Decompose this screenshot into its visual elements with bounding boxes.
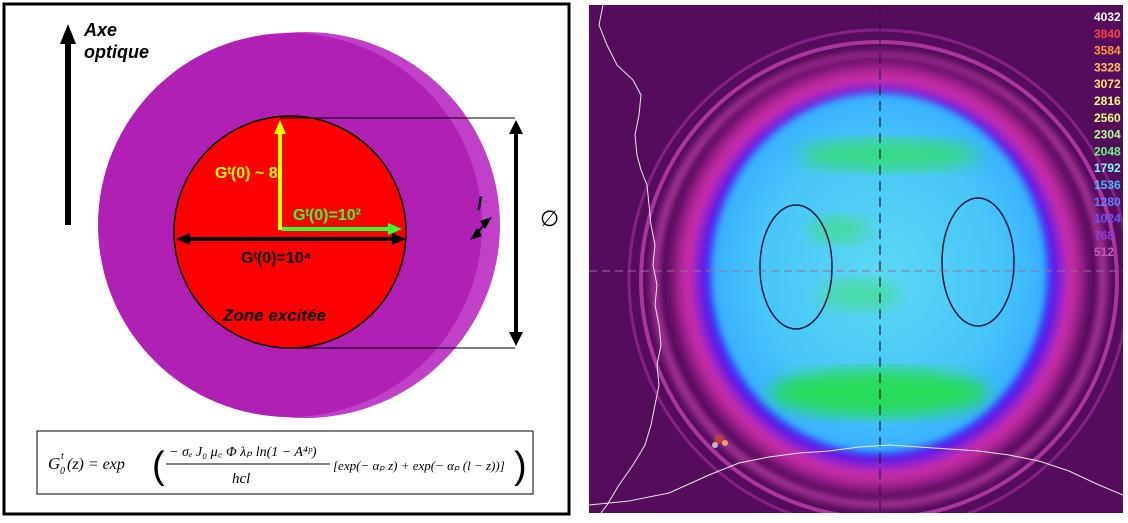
- colorbar-scale: 4032 3840 3584 3328 3072 2816 2560 2304 2048 1792…: [1094, 10, 1121, 259]
- left-roi-ellipse: [759, 204, 833, 330]
- axis-label-line1: Axe: [83, 20, 117, 40]
- colorbar-label: 1792: [1094, 161, 1121, 175]
- gain-center-label: Gᵗ(0) ~ 8: [215, 165, 278, 182]
- black-arrowhead-right: [392, 233, 406, 245]
- fluorescence-image-panel: 4032 3840 3584 3328 3072 2816 2560 2304 2048 1792…: [588, 4, 1128, 523]
- colorbar-label: 3840: [1094, 27, 1121, 41]
- gain-diameter-label: Gᵗ(0)=10⁴: [241, 250, 312, 267]
- colorbar-label: 2560: [1094, 111, 1121, 125]
- formula-lhs-sup: t: [61, 451, 64, 462]
- yellow-arrowhead: [274, 120, 286, 134]
- green-arrowhead: [388, 223, 402, 235]
- colorbar-label: 3584: [1094, 44, 1121, 58]
- vertical-profile-trace: [598, 4, 662, 514]
- diameter-arrowhead-bottom: [509, 332, 523, 346]
- colorbar-label: 1536: [1094, 178, 1121, 192]
- formula-box: [36, 430, 534, 495]
- black-arrowhead-left: [176, 233, 190, 245]
- colorbar-label: 2048: [1094, 144, 1121, 158]
- colorbar-label: 2304: [1094, 128, 1121, 142]
- gain-schematic-svg: Axe optique Gᵗ(0) ~ 8 Gᵗ(0)=10² Gᵗ(0)=10…: [2, 2, 571, 516]
- diameter-arrowhead-top: [509, 120, 523, 134]
- excited-zone-label: Zone excitée: [222, 306, 326, 325]
- formula-close-paren: ): [514, 445, 527, 487]
- colorbar-label: 2816: [1094, 94, 1121, 108]
- horizontal-profile-trace: [588, 444, 1124, 506]
- formula-lhs-sub: 0: [60, 466, 65, 477]
- speckle-artifact: [712, 434, 728, 448]
- green-patch-bottom: [769, 369, 989, 417]
- fluorescence-image-svg: 4032 3840 3584 3328 3072 2816 2560 2304 2048 1792…: [588, 4, 1128, 523]
- gain-radius-label: Gᵗ(0)=10²: [293, 207, 361, 224]
- colorbar-label: 1280: [1094, 195, 1121, 209]
- formula-lhs-arg: (z) = exp: [67, 456, 125, 473]
- formula-denominator: hcl: [232, 471, 250, 487]
- green-patch-mid: [819, 279, 899, 311]
- optical-axis-arrowhead: [60, 24, 76, 44]
- colorbar-label: 1024: [1094, 212, 1121, 226]
- colorbar-label: 4032: [1094, 10, 1121, 24]
- fluorescence-core: [711, 93, 1047, 453]
- colorbar-label: 768: [1094, 228, 1114, 242]
- outer-ring-1: [652, 53, 1106, 507]
- formula-lhs: G: [48, 454, 60, 473]
- green-patch-top: [799, 139, 979, 171]
- thickness-symbol: l: [477, 194, 483, 214]
- formula-numerator: − σₑ J₀ μ꜀ Φ λₚ ln(1 − A⁴ᵖ): [169, 445, 317, 460]
- outer-ring-3: [627, 28, 1128, 523]
- thickness-arrowhead-2: [480, 217, 492, 229]
- colorbar-label: 3072: [1094, 77, 1121, 91]
- formula-bracket: [exp(− αₚ z) + exp(− αₚ (l − z))]: [333, 458, 505, 473]
- green-patch-mid-left: [809, 216, 869, 244]
- colorbar-label: 512: [1094, 245, 1114, 259]
- axis-label-line2: optique: [84, 42, 149, 62]
- diameter-symbol: ∅: [540, 206, 559, 231]
- colorbar-label: 3328: [1094, 60, 1121, 74]
- gain-formula: G t 0 (z) = exp ( − σₑ J₀ μ꜀ Φ λₚ ln(1 −…: [48, 445, 527, 487]
- formula-open-paren: (: [152, 445, 165, 487]
- gain-schematic-panel: Axe optique Gᵗ(0) ~ 8 Gᵗ(0)=10² Gᵗ(0)=10…: [2, 2, 571, 516]
- thickness-arrowhead-1: [470, 228, 482, 240]
- right-roi-ellipse: [941, 197, 1015, 327]
